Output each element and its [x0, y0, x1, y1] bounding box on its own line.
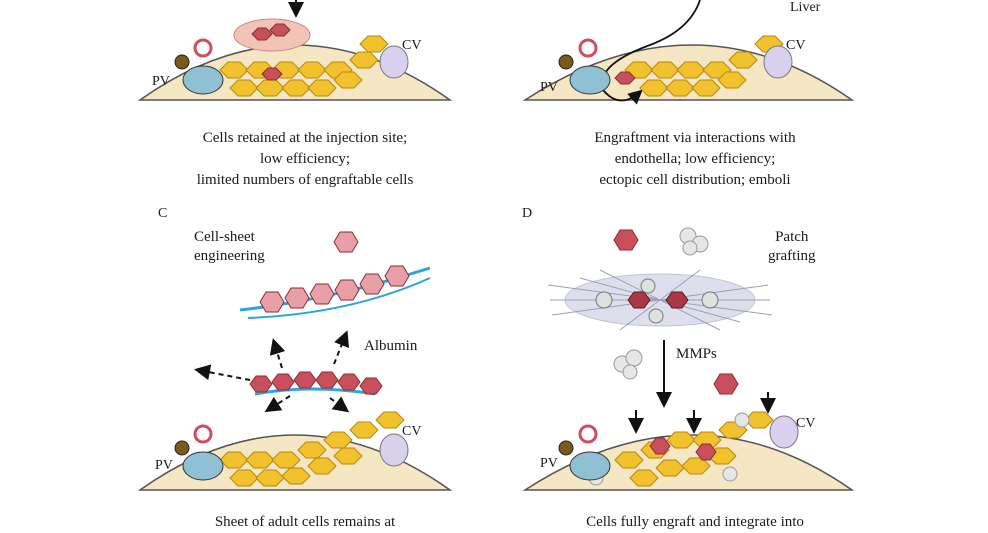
cv-label-d: CV [796, 416, 816, 431]
panel-c [137, 231, 453, 491]
caption-d-line-1: Cells fully engraft and integrate into [586, 514, 804, 530]
bile-duct-b [558, 54, 574, 70]
hepatic-artery-a [193, 38, 213, 58]
donor-cell-d2 [713, 373, 739, 395]
central-vein-a [379, 45, 409, 79]
hepatic-artery-c [193, 424, 213, 444]
bile-duct-a [174, 54, 190, 70]
pv-label-b: PV [540, 80, 558, 95]
hepatocyte-row-c [219, 411, 405, 487]
caption-c: Sheet of adult cells remains at [160, 512, 450, 533]
caption-b-line-2: endothella; low efficiency; [614, 151, 776, 167]
panel-letter-c: C [158, 206, 168, 221]
attached-sheet-line [254, 387, 376, 396]
bile-duct-d [558, 440, 574, 456]
secretion-arrow-4 [264, 395, 291, 413]
title-d-line-1: Patch [775, 229, 809, 245]
caption-b-line-1: Engraftment via interactions with [594, 130, 796, 146]
cv-label-c: CV [402, 424, 422, 439]
hepatocyte-row-a [219, 35, 389, 97]
portal-vein-a [182, 65, 224, 95]
panel-b [522, 0, 855, 105]
title-c-line-1: Cell-sheet [194, 229, 255, 245]
title-d: Patch grafting [768, 228, 815, 266]
title-c: Cell-sheet engineering [194, 228, 265, 266]
cv-label-b: CV [786, 38, 806, 53]
bile-duct-c [174, 440, 190, 456]
central-vein-b [763, 45, 793, 79]
donor-cells-a [251, 23, 291, 81]
portal-vein-d [569, 451, 611, 481]
secretion-arrow-3 [194, 364, 251, 381]
caption-d: Cells fully engraft and integrate into [540, 512, 850, 533]
circulation-arrow-b [601, 0, 701, 105]
caption-a-line-2: low efficiency; [259, 151, 351, 167]
secretion-arrow-1 [269, 338, 286, 369]
mmps-label: MMPs [676, 346, 717, 362]
caption-a: Cells retained at the injection site; lo… [160, 128, 450, 191]
stem-cell-cluster-d [679, 227, 709, 256]
caption-a-line-1: Cells retained at the injection site; [202, 130, 408, 146]
caption-a-line-3: limited numbers of engraftable cells [196, 172, 414, 188]
single-cell-c [333, 231, 359, 253]
title-c-line-2: engineering [194, 248, 265, 264]
pv-label-d: PV [540, 456, 558, 471]
central-vein-c [379, 433, 409, 467]
cell-sheet-support-2 [247, 277, 431, 319]
patch-cells [595, 278, 719, 324]
injection-bolus [233, 18, 311, 52]
hepatic-artery-d [578, 424, 598, 444]
portal-vein-c [182, 451, 224, 481]
title-d-line-2: grafting [768, 248, 816, 264]
panel-a [137, 0, 453, 101]
donor-cell-d [613, 229, 639, 251]
pv-label-a: PV [152, 74, 170, 89]
secretion-arrow-5 [329, 396, 350, 413]
attached-sheet-cells [249, 371, 383, 395]
liver-label-b: Liver [790, 0, 821, 15]
panel-d [522, 227, 855, 491]
stem-cell-cluster-d2 [613, 349, 643, 380]
hepatic-artery-b [578, 38, 598, 58]
central-vein-d [769, 415, 799, 449]
secretion-arrow-2 [333, 330, 349, 365]
engrafted-cells-d [649, 437, 717, 461]
cell-sheet-c [259, 265, 410, 313]
portal-vein-b [569, 65, 611, 95]
panel-letter-d: D [522, 206, 533, 221]
caption-b: Engraftment via interactions with endoth… [545, 128, 845, 191]
caption-b-line-3: ectopic cell distribution; emboli [599, 172, 791, 188]
caption-c-line-1: Sheet of adult cells remains at [214, 514, 396, 530]
pv-label-c: PV [155, 458, 173, 473]
albumin-label: Albumin [364, 338, 418, 354]
scaffold-mesh [547, 269, 773, 331]
cv-label-a: CV [402, 38, 422, 53]
